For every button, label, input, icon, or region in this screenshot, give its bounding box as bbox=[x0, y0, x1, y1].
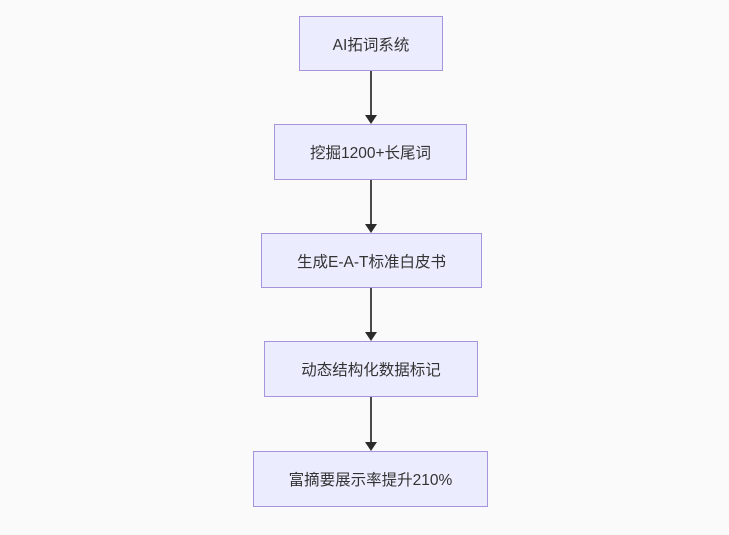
flowchart-node-ai-system: AI拓词系统 bbox=[299, 16, 443, 71]
arrow-line bbox=[370, 288, 372, 334]
arrowhead-down-icon bbox=[365, 332, 377, 341]
arrowhead-down-icon bbox=[365, 442, 377, 451]
node-label: 挖掘1200+长尾词 bbox=[309, 145, 432, 162]
flowchart-node-rich-snippet-result: 富摘要展示率提升210% bbox=[253, 451, 488, 507]
flowchart-node-longtail-mining: 挖掘1200+长尾词 bbox=[274, 124, 467, 180]
arrowhead-down-icon bbox=[365, 115, 377, 124]
node-label: 动态结构化数据标记 bbox=[301, 362, 441, 379]
node-label: AI拓词系统 bbox=[332, 36, 410, 54]
node-label: 富摘要展示率提升210% bbox=[288, 472, 453, 489]
arrow-line bbox=[370, 180, 372, 226]
arrow-line bbox=[370, 397, 372, 444]
arrowhead-down-icon bbox=[365, 224, 377, 233]
node-label: 生成E-A-T标准白皮书 bbox=[297, 253, 446, 271]
flowchart-node-eat-whitepaper: 生成E-A-T标准白皮书 bbox=[261, 233, 482, 288]
arrow-line bbox=[370, 71, 372, 117]
flowchart-node-structured-data: 动态结构化数据标记 bbox=[264, 341, 478, 397]
